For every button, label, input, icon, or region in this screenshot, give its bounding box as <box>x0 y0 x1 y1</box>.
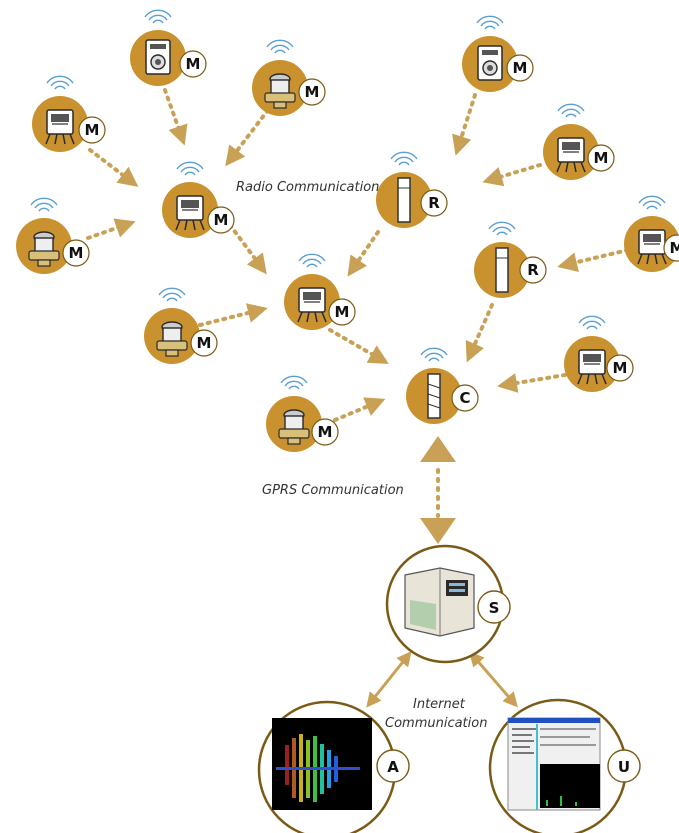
meter-badge: M <box>318 423 333 441</box>
concentrator-badge: C <box>459 389 470 407</box>
meter-node[interactable]: M <box>32 75 106 152</box>
meter-node[interactable]: M <box>462 15 534 92</box>
analysis-screen-icon <box>272 718 372 810</box>
wireless-signal-icon <box>488 221 516 236</box>
meter-badge: M <box>85 121 100 139</box>
wireless-signal-icon <box>280 375 308 390</box>
meter-node[interactable]: M <box>252 39 326 116</box>
meter-node[interactable]: M <box>284 253 356 330</box>
wireless-signal-icon <box>46 75 74 90</box>
meter-badge: M <box>513 59 528 77</box>
meter-node[interactable]: M <box>162 161 235 238</box>
wireless-signal-icon <box>176 161 204 176</box>
user-node[interactable]: U <box>488 698 641 833</box>
wireless-signal-icon <box>476 15 504 30</box>
meter-node[interactable]: M <box>624 195 679 272</box>
meter-node[interactable]: M <box>266 375 339 452</box>
water-meter-icon <box>477 45 503 81</box>
wireless-signal-icon <box>158 287 186 302</box>
wireless-signal-icon <box>298 253 326 268</box>
meter-node[interactable]: M <box>144 287 218 364</box>
repeater-icon <box>495 247 509 293</box>
user-badge: U <box>618 758 630 776</box>
server-badge: S <box>489 599 500 617</box>
meter-badge: M <box>305 83 320 101</box>
wireless-signal-icon <box>390 151 418 166</box>
wireless-signal-icon <box>638 195 666 210</box>
concentrator-node[interactable]: C <box>406 347 479 424</box>
analysis-badge: A <box>387 758 399 776</box>
wireless-signal-icon <box>420 347 448 362</box>
meter-node[interactable]: M <box>543 103 615 180</box>
internet-label: Internet <box>413 697 466 712</box>
meter-badge: M <box>69 244 84 262</box>
meter-badge: M <box>670 239 679 257</box>
gprs-link <box>420 436 456 544</box>
meter-badge: M <box>335 303 350 321</box>
concentrator-icon <box>427 373 441 419</box>
repeater-icon <box>397 177 411 223</box>
radio-communication-label: Radio Communication <box>236 180 379 195</box>
wireless-signal-icon <box>578 315 606 330</box>
meter-node[interactable]: M <box>564 315 634 392</box>
analysis-node[interactable]: A <box>257 700 410 833</box>
meter-badge: M <box>214 211 229 229</box>
meter-badge: M <box>613 359 628 377</box>
wireless-signal-icon <box>144 9 172 24</box>
meter-badge: M <box>197 334 212 352</box>
user-screen-icon <box>507 717 601 811</box>
internet-communication-label: Communication <box>385 716 487 731</box>
repeater-node[interactable]: R <box>376 151 448 228</box>
repeater-badge: R <box>428 194 440 212</box>
meter-node[interactable]: M <box>16 197 90 274</box>
gprs-communication-label: GPRS Communication <box>262 483 404 498</box>
meter-node[interactable]: M <box>130 9 207 86</box>
wireless-signal-icon <box>557 103 585 118</box>
server-node[interactable]: S <box>385 544 511 664</box>
internet-links <box>366 650 518 708</box>
wireless-signal-icon <box>266 39 294 54</box>
meter-badge: M <box>594 149 609 167</box>
wireless-signal-icon <box>30 197 58 212</box>
server-icon <box>404 567 475 637</box>
meter-badge: M <box>186 55 201 73</box>
water-meter-icon <box>145 39 171 75</box>
radio-links <box>86 88 630 422</box>
repeater-node[interactable]: R <box>474 221 547 298</box>
repeater-badge: R <box>527 261 539 279</box>
